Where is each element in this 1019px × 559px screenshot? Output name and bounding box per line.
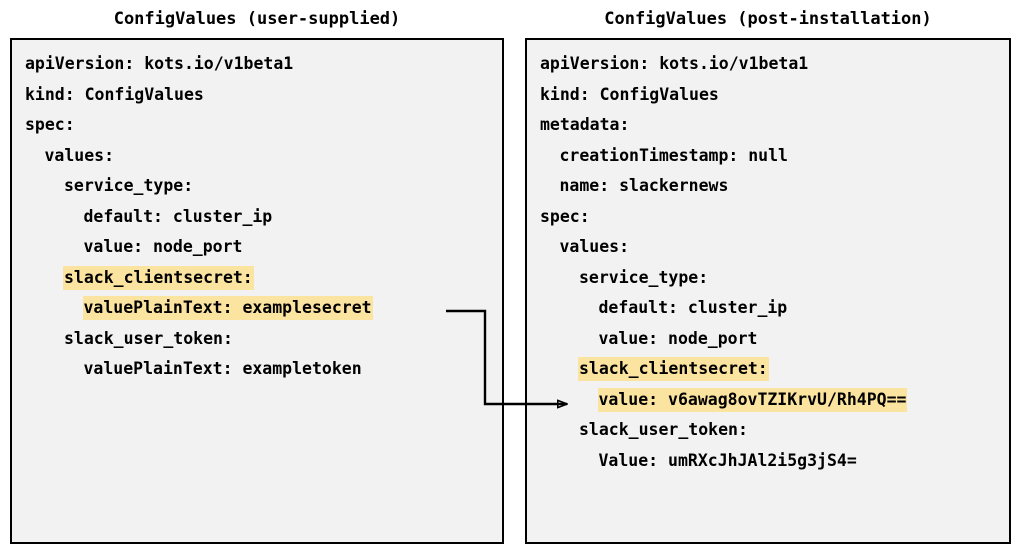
yaml-line-text: values: — [559, 237, 630, 256]
yaml-line: slack_user_token: — [24, 324, 500, 355]
yaml-line: values: — [24, 141, 500, 172]
yaml-line-text: apiVersion: kots.io/v1beta1 — [540, 54, 809, 73]
yaml-line: metadata: — [539, 110, 1007, 141]
yaml-line: value: node_port — [539, 324, 1007, 355]
yaml-line-text: slack_clientsecret: — [63, 265, 254, 290]
yaml-line-text: slack_user_token: — [579, 420, 748, 439]
yaml-line: valuePlainText: exampletoken — [24, 354, 500, 385]
yaml-line-text: value: node_port — [83, 237, 243, 256]
yaml-line-text: kind: ConfigValues — [25, 84, 204, 104]
yaml-line: kind: ConfigValues — [539, 80, 1007, 111]
yaml-line: apiVersion: kots.io/v1beta1 — [539, 49, 1007, 80]
yaml-line-text: creationTimestamp: null — [559, 145, 788, 165]
yaml-line-text: valuePlainText: examplesecret — [82, 296, 373, 320]
yaml-line: slack_user_token: — [539, 415, 1007, 446]
yaml-line: value: node_port — [24, 232, 500, 263]
yaml-line-text: value: v6awag8ovTZIKrvU/Rh4PQ== — [597, 387, 908, 412]
yaml-line: service_type: — [24, 171, 500, 202]
yaml-line: default: cluster_ip — [539, 293, 1007, 324]
yaml-line: name: slackernews — [539, 171, 1007, 202]
yaml-line: spec: — [539, 202, 1007, 233]
yaml-line-text: apiVersion: kots.io/v1beta1 — [25, 54, 294, 73]
yaml-line-text: Value: umRXcJhJAl2i5g3jS4= — [598, 450, 857, 470]
left-yaml-code-block: apiVersion: kots.io/v1beta1 kind: ConfigV… — [24, 49, 500, 385]
yaml-line-text: kind: ConfigValues — [540, 84, 719, 104]
left-config-values-panel: apiVersion: kots.io/v1beta1 kind: ConfigV… — [10, 38, 504, 544]
yaml-line-text: default: cluster_ip — [598, 298, 788, 317]
right-config-values-panel: apiVersion: kots.io/v1beta1 kind: ConfigV… — [525, 38, 1011, 544]
yaml-line-text: service_type: — [64, 176, 194, 195]
yaml-line: service_type: — [539, 263, 1007, 294]
yaml-line: spec: — [24, 110, 500, 141]
yaml-line: kind: ConfigValues — [24, 80, 500, 111]
yaml-line: slack_clientsecret: — [24, 263, 500, 294]
yaml-line: values: — [539, 232, 1007, 263]
yaml-line-text: slack_clientsecret: — [578, 357, 769, 381]
yaml-line-text: service_type: — [579, 267, 709, 287]
yaml-line-text: metadata: — [540, 115, 630, 134]
yaml-line: default: cluster_ip — [24, 202, 500, 233]
yaml-line: value: v6awag8ovTZIKrvU/Rh4PQ== — [539, 385, 1007, 416]
yaml-line: slack_clientsecret: — [539, 354, 1007, 385]
yaml-line: valuePlainText: examplesecret — [24, 293, 500, 324]
left-panel-title: ConfigValues (user-supplied) — [113, 9, 401, 29]
yaml-line-text: values: — [44, 145, 115, 165]
yaml-line-text: spec: — [540, 206, 590, 226]
yaml-line: Value: umRXcJhJAl2i5g3jS4= — [539, 446, 1007, 477]
yaml-line-text: value: node_port — [598, 328, 758, 348]
yaml-line-text: slack_user_token: — [64, 328, 233, 348]
yaml-line: creationTimestamp: null — [539, 141, 1007, 172]
right-panel-title: ConfigValues (post-installation) — [604, 9, 932, 29]
yaml-line: apiVersion: kots.io/v1beta1 — [24, 49, 500, 80]
right-yaml-code-block: apiVersion: kots.io/v1beta1 kind: ConfigV… — [539, 49, 1007, 476]
yaml-line-text: default: cluster_ip — [83, 206, 273, 226]
yaml-line-text: name: slackernews — [559, 176, 729, 195]
yaml-line-text: spec: — [25, 115, 75, 134]
yaml-line-text: valuePlainText: exampletoken — [83, 359, 362, 378]
